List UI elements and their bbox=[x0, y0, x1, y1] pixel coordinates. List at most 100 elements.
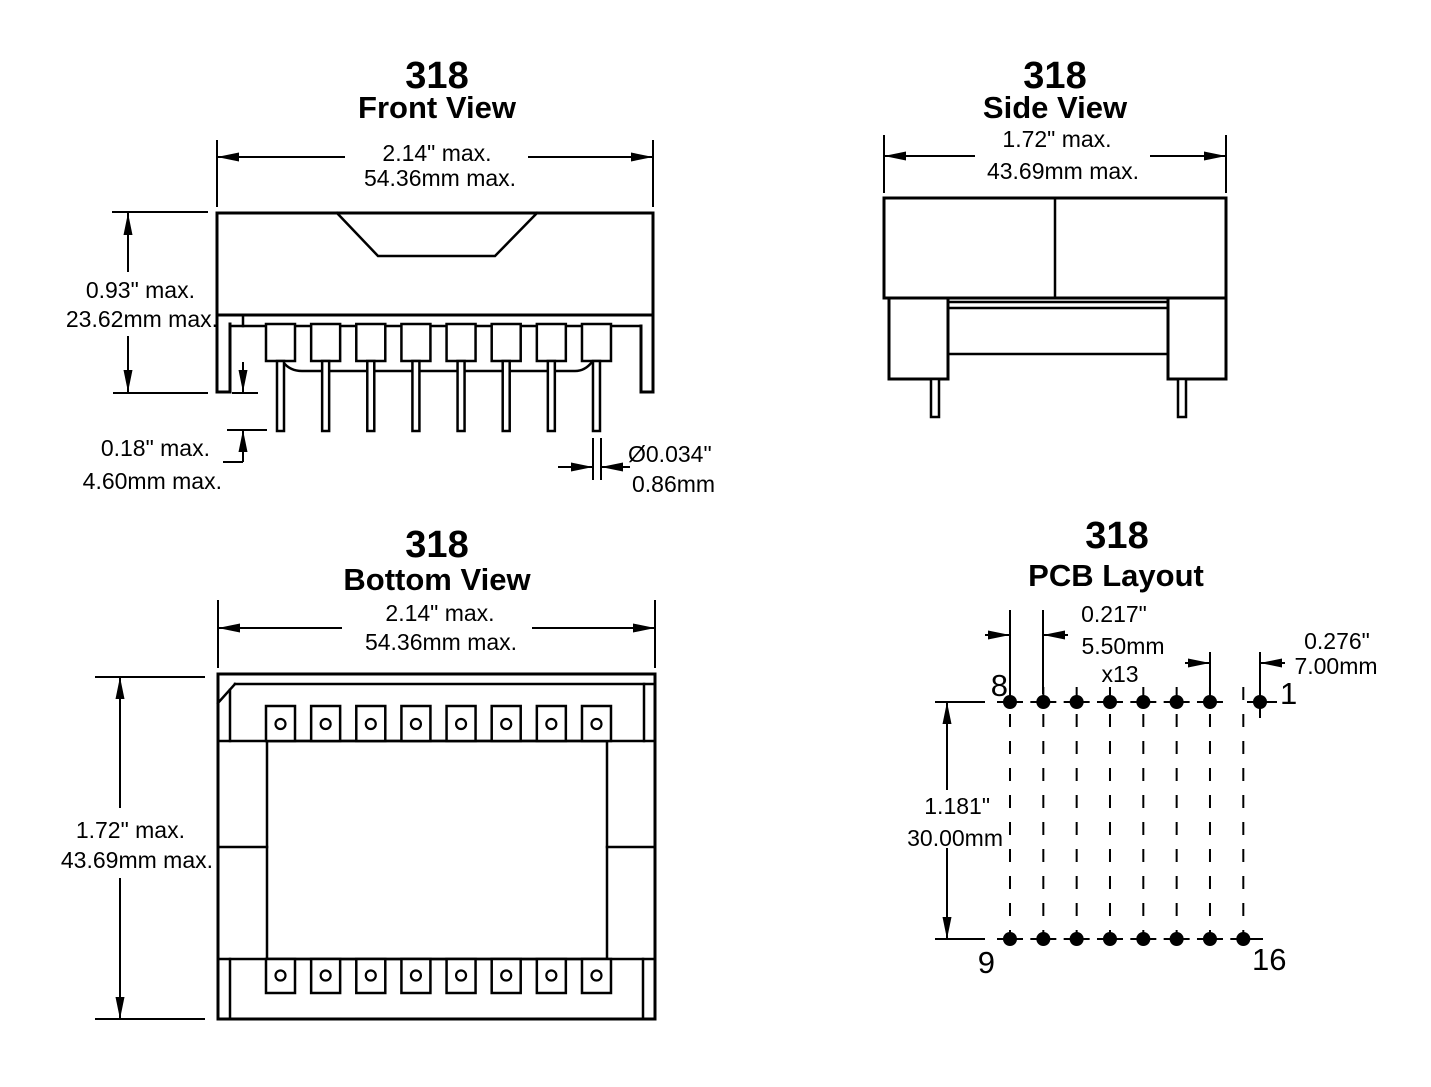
pcb-pin-label-9: 9 bbox=[978, 945, 995, 980]
front-solder-tabs bbox=[264, 322, 613, 363]
arrowhead bbox=[601, 462, 623, 472]
side-left-leg bbox=[887, 296, 950, 381]
pin-hole bbox=[500, 717, 513, 731]
pcb-end-gap-mm: 7.00mm bbox=[1294, 653, 1377, 679]
pad bbox=[1003, 695, 1017, 709]
arrowhead bbox=[1260, 658, 1282, 668]
pin-hole bbox=[590, 717, 603, 731]
arrowhead bbox=[884, 151, 906, 161]
pin-hole bbox=[454, 717, 468, 731]
pcb-pitch-inch: 0.217" bbox=[1081, 601, 1147, 627]
solder-tab bbox=[445, 704, 477, 743]
arrowhead bbox=[115, 997, 125, 1019]
pin-hole bbox=[590, 969, 603, 982]
pin-hole bbox=[364, 717, 377, 731]
bottom-depth-mm: 43.69mm max. bbox=[61, 847, 213, 873]
arrowhead bbox=[1043, 630, 1065, 640]
side-depth-inch: 1.72" max. bbox=[1002, 126, 1111, 152]
pcb-layout: 318 PCB Layout 0.217" 5.50mm x13 0.276" … bbox=[907, 515, 1377, 980]
front-left-flange bbox=[215, 313, 232, 394]
pin bbox=[275, 359, 286, 433]
solder-tab bbox=[535, 322, 568, 363]
front-height-inch: 0.93" max. bbox=[86, 277, 195, 303]
side-bobbin-band bbox=[946, 300, 1170, 356]
pcb-pitch-mm: 5.50mm bbox=[1081, 633, 1164, 659]
pin bbox=[366, 359, 376, 433]
pad bbox=[1003, 932, 1017, 946]
pin-hole bbox=[545, 717, 558, 731]
solder-tab bbox=[400, 704, 432, 743]
front-bobbin-edge-curve bbox=[281, 360, 594, 373]
front-view: 318 Front View 2.14" max. 54.36mm max. 0… bbox=[66, 55, 715, 497]
arrowhead bbox=[571, 462, 593, 472]
pcb-hole-centerlines bbox=[1009, 687, 1261, 954]
arrowhead bbox=[633, 623, 655, 633]
pin bbox=[411, 359, 421, 433]
bottom-view-title: Bottom View bbox=[343, 562, 531, 597]
pin bbox=[501, 359, 511, 433]
front-width-mm: 54.36mm max. bbox=[364, 165, 516, 191]
bottom-view: 318 Bottom View 2.14" max. 54.36mm max. … bbox=[61, 524, 657, 1021]
front-body-outline bbox=[215, 211, 655, 317]
pcb-row-spacing-inch: 1.181" bbox=[924, 793, 990, 819]
pad bbox=[1169, 695, 1184, 709]
solder-tab bbox=[309, 957, 342, 995]
arrowhead bbox=[988, 630, 1010, 640]
pad bbox=[1136, 695, 1151, 709]
pad bbox=[1202, 932, 1217, 946]
pin-hole bbox=[364, 969, 377, 982]
pin-hole bbox=[545, 969, 558, 982]
solder-tab bbox=[490, 322, 522, 363]
front-top-notch bbox=[335, 211, 539, 258]
front-pin-diameter-inch: Ø0.034" bbox=[628, 441, 712, 467]
pad bbox=[1169, 932, 1184, 946]
pin-hole bbox=[319, 969, 332, 982]
front-standoff-inch: 0.18" max. bbox=[101, 435, 210, 461]
pad bbox=[1069, 695, 1084, 709]
pcb-pin-label-16: 16 bbox=[1252, 942, 1286, 977]
pad bbox=[1202, 695, 1217, 709]
solder-tab bbox=[535, 704, 568, 743]
front-dimension-lines bbox=[112, 140, 654, 480]
pcb-dimension-lines bbox=[935, 610, 1285, 940]
bottom-dimension-lines bbox=[95, 600, 656, 1020]
pcb-end-gap-inch: 0.276" bbox=[1304, 628, 1370, 654]
arrowhead bbox=[1204, 151, 1226, 161]
solder-tab bbox=[580, 957, 613, 995]
side-left-pin bbox=[929, 377, 941, 419]
front-width-inch: 2.14" max. bbox=[382, 140, 491, 166]
front-pins bbox=[275, 359, 602, 433]
pin bbox=[546, 359, 557, 433]
pad bbox=[1136, 932, 1151, 946]
front-view-title: Front View bbox=[358, 90, 517, 125]
front-standoff-mm: 4.60mm max. bbox=[83, 468, 222, 494]
solder-tab bbox=[264, 322, 297, 363]
arrowhead bbox=[942, 917, 952, 939]
side-right-leg bbox=[1166, 296, 1228, 381]
arrowhead bbox=[1188, 658, 1210, 668]
arrowhead bbox=[217, 152, 239, 162]
side-right-pin bbox=[1176, 377, 1188, 419]
pin bbox=[456, 359, 466, 433]
pin-hole bbox=[500, 969, 513, 982]
pcb-row-spacing-mm: 30.00mm bbox=[907, 825, 1003, 851]
arrowhead bbox=[123, 370, 133, 392]
pad bbox=[1236, 932, 1251, 946]
pad bbox=[1253, 695, 1267, 709]
solder-tab bbox=[445, 322, 477, 363]
solder-tab bbox=[355, 322, 387, 363]
solder-tab bbox=[309, 322, 342, 363]
pin-hole bbox=[409, 969, 423, 982]
bottom-center-window bbox=[265, 739, 609, 961]
pcb-view-title: PCB Layout bbox=[1028, 558, 1204, 593]
pcb-pitch-count: x13 bbox=[1101, 661, 1138, 687]
pin-hole bbox=[274, 969, 287, 982]
front-height-mm: 23.62mm max. bbox=[66, 306, 218, 332]
pin-hole bbox=[409, 717, 423, 731]
side-view-title: Side View bbox=[983, 90, 1128, 125]
pad bbox=[1036, 932, 1051, 946]
side-depth-mm: 43.69mm max. bbox=[987, 158, 1139, 184]
pin bbox=[320, 359, 331, 433]
side-part-number: 318 bbox=[1023, 55, 1086, 97]
